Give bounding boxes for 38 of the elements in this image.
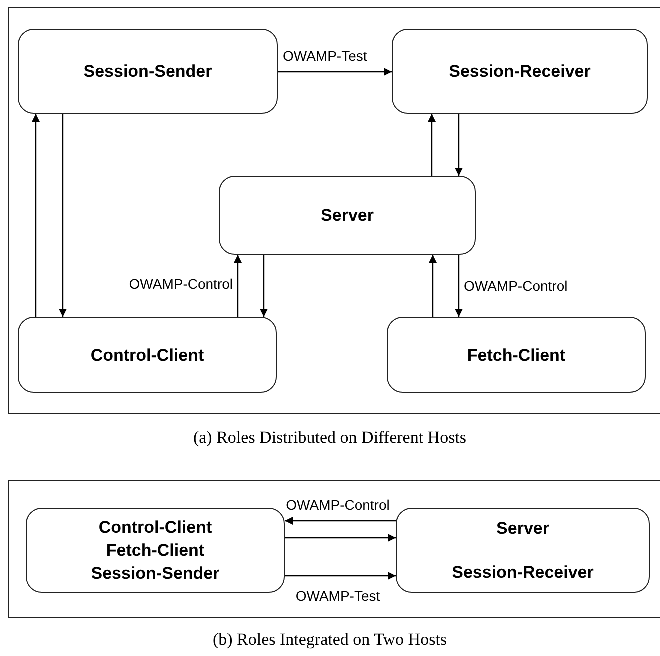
- edge-label: OWAMP-Test: [282, 48, 368, 64]
- role-box: [18, 317, 277, 393]
- role-name: Server: [321, 205, 374, 227]
- role-box: [396, 508, 650, 593]
- role-name: Session-Sender: [84, 61, 212, 83]
- role-box: [26, 508, 285, 593]
- arrow: [455, 255, 463, 317]
- panel-frame: [8, 480, 660, 618]
- role-name: Session-Sender: [91, 563, 220, 585]
- role-name: Control-Client: [90, 344, 204, 366]
- role-box: [387, 317, 646, 393]
- arrow: [32, 114, 40, 317]
- edge-label: OWAMP-Control: [463, 278, 569, 294]
- arrow: [285, 572, 396, 580]
- edge-label: OWAMP-Test: [294, 588, 382, 604]
- role-box: [18, 29, 278, 114]
- role-name: Session-Receiver: [449, 61, 591, 83]
- arrow: [260, 255, 268, 317]
- edge-label: OWAMP-Control: [285, 497, 391, 513]
- role-name: Control-Client: [98, 517, 212, 539]
- arrow: [59, 114, 67, 317]
- figure-caption: (a) Roles Distributed on Different Hosts: [193, 428, 467, 447]
- role-box: [392, 29, 648, 114]
- role-name: Fetch-Client: [467, 344, 566, 366]
- arrow: [429, 255, 437, 317]
- arrow: [278, 68, 392, 76]
- panel-frame: [8, 7, 660, 414]
- role-name: Session-Receiver: [452, 562, 594, 584]
- arrow: [285, 517, 396, 525]
- arrow: [455, 114, 463, 176]
- figure-caption: (b) Roles Integrated on Two Hosts: [212, 630, 448, 649]
- arrow: [428, 114, 436, 176]
- arrow: [285, 534, 396, 542]
- arrow: [234, 255, 242, 317]
- role-name: Fetch-Client: [106, 540, 205, 562]
- role-box: [219, 176, 476, 255]
- edge-label: OWAMP-Control: [128, 276, 234, 292]
- role-name: Server: [496, 518, 550, 540]
